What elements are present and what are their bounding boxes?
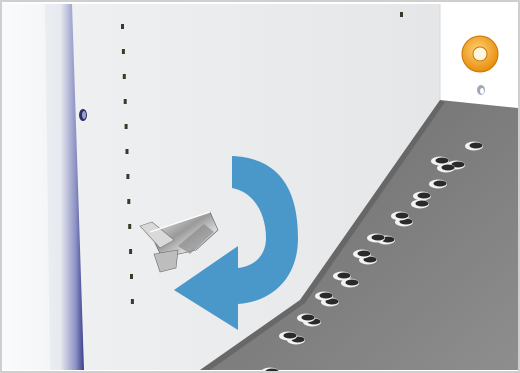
wall-slot xyxy=(124,99,127,104)
floor-hole xyxy=(411,200,429,209)
side-screw xyxy=(79,109,87,121)
floor-hole xyxy=(367,234,385,243)
wall-slot xyxy=(400,12,403,17)
floor-hole xyxy=(353,250,371,259)
wall-slot xyxy=(127,199,130,204)
wall-slot xyxy=(126,149,129,154)
floor-hole xyxy=(297,314,315,323)
floor-hole xyxy=(391,212,409,221)
floor-hole xyxy=(413,192,431,201)
side-panel-highlight xyxy=(0,4,50,370)
floor-hole xyxy=(437,164,455,173)
floor-hole xyxy=(333,272,351,281)
wall-slot xyxy=(122,49,125,54)
wall-slot xyxy=(128,224,131,229)
wall-slot xyxy=(125,124,128,129)
floor-hole xyxy=(279,332,297,341)
wall-slot xyxy=(121,24,124,29)
floor-hole xyxy=(465,142,483,151)
wall-slot xyxy=(126,174,129,179)
bushing-hole xyxy=(477,85,485,95)
wall-slot xyxy=(123,74,126,79)
floor-hole xyxy=(429,180,447,189)
orange-bushing-icon xyxy=(462,36,498,72)
wall-slot xyxy=(131,299,134,304)
floor-hole xyxy=(315,292,333,301)
wall-slot xyxy=(129,249,132,254)
wall-slot xyxy=(130,274,133,279)
